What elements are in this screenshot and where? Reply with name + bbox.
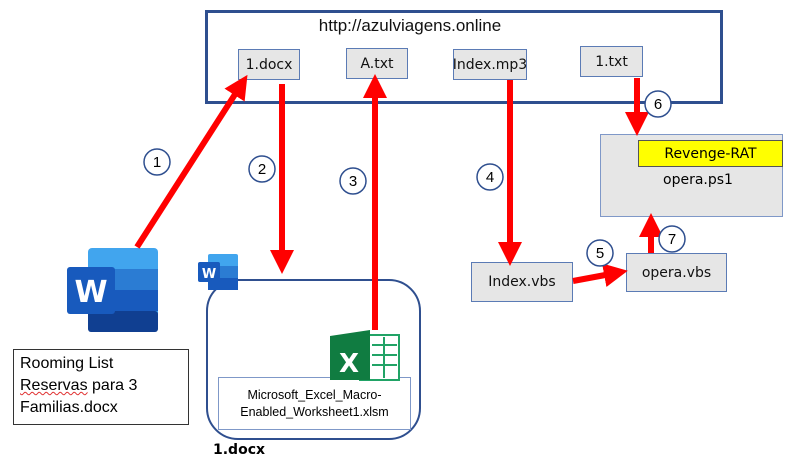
file-1-docx: 1.docx	[238, 49, 300, 80]
step-marker-2: 2	[248, 155, 276, 183]
step-number: 6	[654, 96, 662, 113]
step-marker-7: 7	[658, 225, 686, 253]
revenge-rat-label: Revenge-RAT	[638, 140, 783, 167]
server-box	[205, 10, 723, 104]
word-icon-small: W	[198, 254, 238, 290]
word-icon-large: W	[67, 248, 158, 332]
svg-text:W: W	[74, 275, 107, 310]
opera-ps1-label: opera.ps1	[663, 172, 733, 188]
excel-icon: X	[330, 330, 400, 381]
step-marker-4: 4	[476, 163, 504, 191]
step-number: 4	[486, 169, 494, 186]
file-index-mp3: Index.mp3	[453, 49, 527, 80]
xlsm-line1: Microsoft_Excel_Macro-	[247, 387, 382, 402]
docx-container	[206, 279, 421, 440]
svg-text:X: X	[339, 349, 359, 379]
arrow-step-1	[134, 74, 248, 249]
file-1-txt: 1.txt	[580, 46, 643, 77]
lure-filename-box: Rooming List Reservas para 3 Familias.do…	[13, 349, 189, 425]
xlsm-line2: Enabled_Worksheet1.xlsm	[240, 404, 389, 419]
arrow-step-5	[572, 263, 628, 287]
opera-vbs-box: opera.vbs	[626, 253, 727, 292]
embedded-xlsm-label: Microsoft_Excel_Macro- Enabled_Worksheet1…	[218, 377, 411, 430]
svg-text:W: W	[202, 267, 216, 282]
step-number: 2	[258, 161, 266, 178]
docx-container-label: 1.docx	[213, 442, 266, 458]
step-number: 7	[668, 231, 676, 248]
step-marker-1: 1	[143, 148, 171, 176]
lure-line2a: Reservas	[20, 377, 88, 394]
server-url: http://azulviagens.online	[318, 16, 502, 35]
lure-line1: Rooming List	[20, 355, 114, 372]
lure-line2: Reservas para 3	[20, 375, 182, 397]
step-marker-3: 3	[339, 167, 367, 195]
step-number: 5	[596, 245, 604, 262]
step-number: 1	[153, 154, 161, 171]
step-marker-6: 6	[644, 90, 672, 118]
step-number: 3	[349, 173, 357, 190]
step-marker-5: 5	[586, 239, 614, 267]
index-vbs-box: Index.vbs	[471, 262, 573, 302]
lure-line2b: para 3	[87, 377, 138, 394]
lure-line3: Familias.docx	[20, 399, 118, 416]
